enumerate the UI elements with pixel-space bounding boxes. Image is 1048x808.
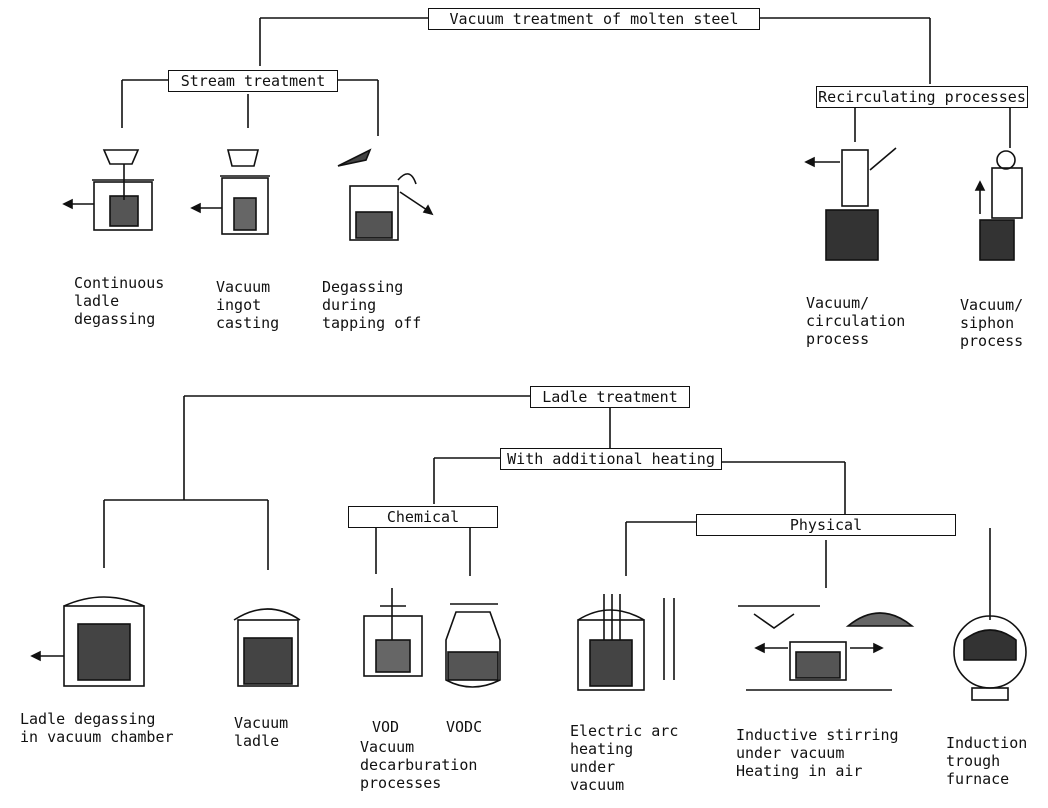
label-ladle-degassing-chamber: Ladle degassing in vacuum chamber [20,710,174,746]
inductive-stirring-sketch [738,605,915,691]
vacuum-siphon-sketch [974,150,1023,261]
label-vacuum-circulation-process: Vacuum/ circulation process [806,294,906,348]
ladle-treatment-box: Ladle treatment [530,386,690,408]
recirculating-processes-box: Recirculating processes [816,86,1028,108]
label-inductive-stirring: Inductive stirring under vacuum Heating … [736,726,899,780]
label-continuous-ladle-degassing: Continuous ladle degassing [74,274,165,328]
vacuum-ladle-sketch [233,608,301,687]
electric-arc-heating-sketch [577,594,675,691]
label-electric-arc-heating: Electric arc heating under vacuum [570,722,679,794]
vod-sketch [363,588,423,677]
physical-box: Physical [696,514,956,536]
label-degassing-during-tapping: Degassing during tapping off [322,278,422,332]
label-vacuum-ingot-casting: Vacuum ingot casting [216,278,280,332]
label-induction-trough-furnace: Induction trough furnace [946,734,1028,788]
vacuum-ingot-casting-sketch [190,149,270,235]
continuous-ladle-degassing-sketch [62,149,154,231]
label-vacuum-decarburation-processes: Vacuum decarburation processes [360,738,478,792]
vacuum-circulation-sketch [804,147,897,261]
additional-heating-box: With additional heating [500,448,722,470]
induction-trough-furnace-sketch [953,600,1027,701]
label-vodc: VODC [446,718,483,736]
label-vod: VOD [372,718,400,736]
connector-lines [103,17,1011,600]
vodc-sketch [445,603,501,688]
label-vacuum-siphon-process: Vacuum/ siphon process [960,296,1024,350]
ladle-in-vacuum-chamber-sketch [30,596,145,687]
label-vacuum-ladle: Vacuum ladle [234,714,289,750]
stream-treatment-box: Stream treatment [168,70,338,92]
chemical-box: Chemical [348,506,498,528]
degassing-during-tapping-sketch [337,148,434,241]
root-box: Vacuum treatment of molten steel [428,8,760,30]
